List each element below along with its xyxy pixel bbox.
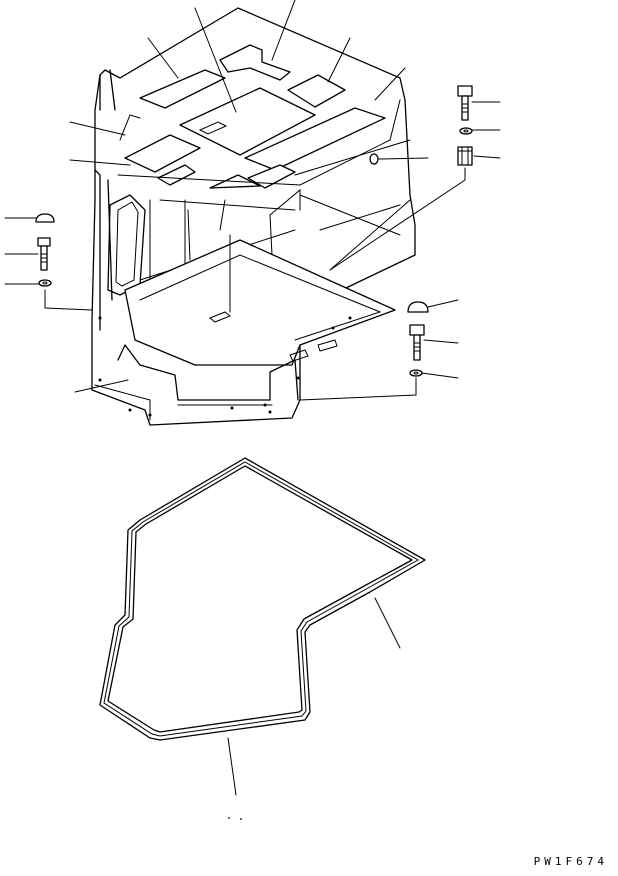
- roof-slot: [198, 121, 228, 135]
- cap-plug-icon: [369, 153, 379, 165]
- cab-frame-assembly: [91, 7, 416, 426]
- gasket-middle: [103, 461, 420, 737]
- roof-panel-lshape: [219, 44, 291, 81]
- left-window-frame: [107, 194, 146, 296]
- roof-panel-center: [179, 87, 316, 156]
- hardware-right-middle: [407, 301, 429, 377]
- roof-panel-front: [244, 107, 386, 171]
- bolt-right-icon: [409, 324, 425, 336]
- leader-lines: [4, 0, 501, 796]
- floor-slot: [209, 311, 231, 323]
- floor-inner: [139, 254, 382, 341]
- frame-rivets: [98, 316, 352, 417]
- nut-icon: [457, 146, 473, 166]
- roof-panel-right: [287, 74, 346, 108]
- washer-right-icon: [409, 369, 423, 377]
- floor-slot-2: [289, 339, 338, 362]
- inner-cage: [139, 139, 411, 281]
- left-window-inner: [115, 201, 139, 287]
- roof-panel-right-small: [247, 164, 296, 189]
- window-seal-gasket: [99, 457, 426, 820]
- gasket-inner: [107, 465, 413, 733]
- roof-panel-small: [157, 164, 196, 186]
- lower-skirt: [117, 344, 299, 401]
- roof-panel-top: [139, 69, 226, 109]
- drawing-code: PW1F674: [533, 855, 608, 868]
- lower-skirt-inner: [94, 384, 273, 421]
- washer-icon: [459, 127, 473, 135]
- bolt-left-icon: [37, 237, 51, 247]
- floor-plate: [124, 239, 396, 366]
- gasket-outer: [99, 457, 426, 741]
- left-post: [94, 69, 116, 331]
- bolt-icon: [457, 85, 473, 97]
- hardware-left: [35, 213, 55, 287]
- plug-cap-icon: [35, 213, 55, 223]
- hardware-upper-right: [369, 85, 473, 166]
- roof-edge-lines: [117, 99, 401, 271]
- plug-cap-right-icon: [407, 301, 429, 313]
- washer-left-icon: [38, 279, 52, 287]
- gasket-dots: [228, 817, 242, 820]
- roof-panel-lower-left: [124, 134, 201, 173]
